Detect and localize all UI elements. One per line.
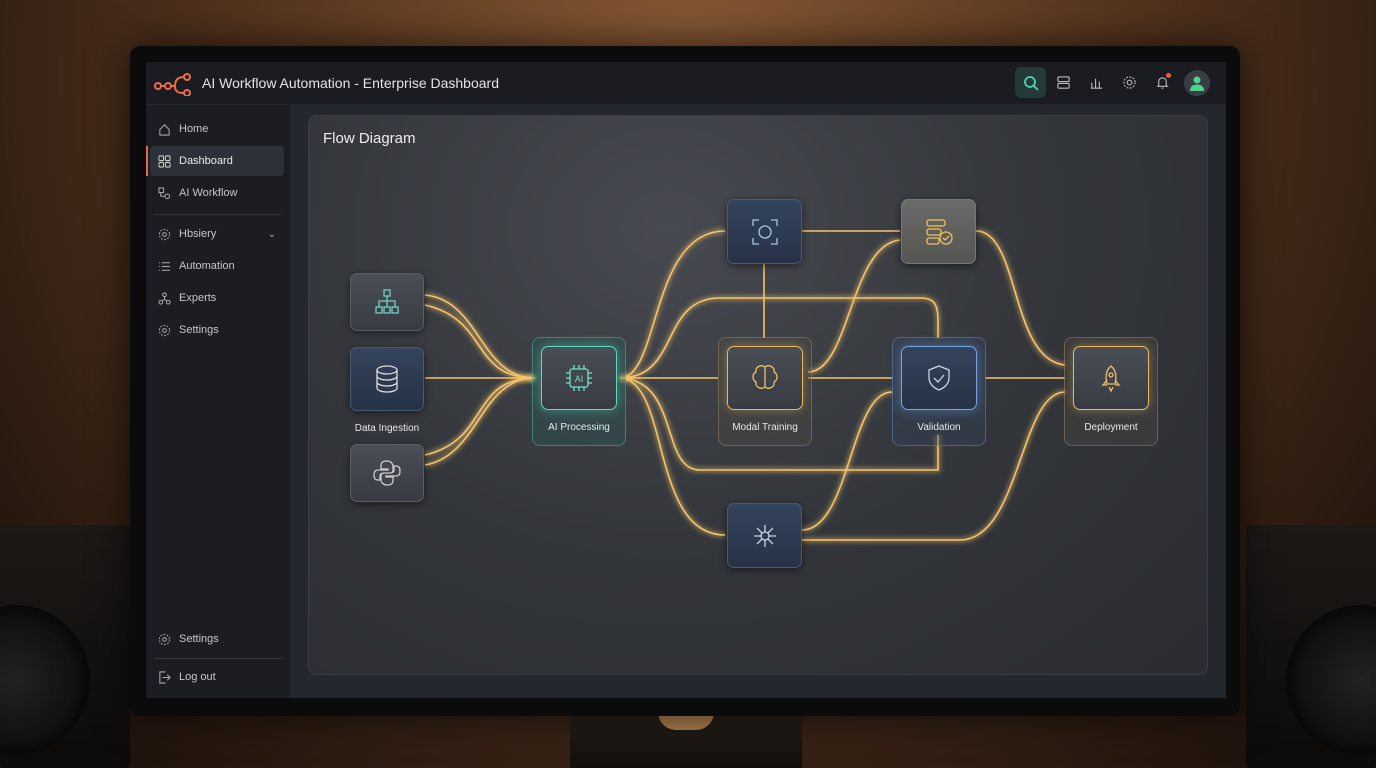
server-button[interactable] [1048,67,1079,98]
flow-connection [424,292,536,381]
training-node[interactable] [727,346,803,410]
hierarchy-icon [375,289,399,314]
shield-check-icon [928,365,950,391]
processing-node[interactable]: AI [541,346,617,410]
flow-connection [619,230,726,379]
ingestion-node[interactable] [350,347,424,411]
face-node[interactable] [727,199,802,264]
settings-button[interactable] [1114,67,1145,98]
sidebar-divider [154,658,282,659]
chart-icon [1090,78,1103,89]
user-icon [1190,76,1204,91]
server-check-icon [925,218,953,245]
notifications-button[interactable] [1147,67,1178,98]
header: AI Workflow Automation - Enterprise Dash… [146,62,1226,105]
network-icon [753,524,776,547]
sidebar-item-ai-workflow[interactable]: AI Workflow [150,178,284,208]
home-icon [159,123,170,136]
grid-icon [158,154,171,168]
flow-connection [424,377,536,456]
training-label: Modal Training [732,422,798,433]
logo-icon [154,73,191,96]
left-speaker [0,525,130,768]
flow-connection [619,377,726,536]
deployment-label: Deployment [1084,422,1138,433]
sidebar-item-settings[interactable]: Settings [150,315,284,345]
logout-button[interactable]: Log out [150,662,284,692]
network-node[interactable] [727,503,802,568]
logout-icon [159,670,171,684]
processing-label: AI Processing [548,422,610,433]
footer-settings[interactable]: Settings [150,624,284,654]
hierarchy-node[interactable] [350,273,424,331]
people-icon [158,291,171,305]
monitor-stand-neck [658,712,714,730]
flow-connection [619,375,726,538]
notification-dot [1166,73,1171,78]
gear-icon [158,324,171,336]
list-icon [158,261,171,271]
brain-icon [752,365,778,389]
sidebar: Home Dashboard AI Workflow Hbsiery⌄ Auto… [146,105,290,698]
analytics-button[interactable] [1081,67,1112,98]
python-icon [373,460,401,486]
flow-connection [975,230,1066,366]
sidebar-divider [154,214,282,215]
server-node[interactable] [901,199,976,264]
python-node[interactable] [350,444,424,502]
svg-text:AI: AI [575,374,584,384]
face-scan-icon [751,218,778,245]
flow-connection [619,228,726,381]
validation-label: Validation [917,422,961,433]
gear-icon [158,633,171,645]
search-icon [1023,75,1039,91]
workflow-icon [158,186,171,199]
sidebar-item-home[interactable]: Home [150,114,284,144]
bell-icon [1156,77,1169,89]
flow-connection [807,239,901,373]
gear-icon [1123,76,1136,89]
flow-connection [619,377,939,471]
server-icon [1057,76,1070,89]
panel-title: Flow Diagram [323,130,416,147]
flow-connection [975,228,1066,368]
chevron-down-icon: ⌄ [267,228,276,240]
ingestion-label: Data Ingestion [354,423,420,434]
validation-node[interactable] [901,346,977,410]
rocket-icon [1101,365,1121,393]
flow-connection [801,391,893,531]
ai-chip-icon: AI [566,365,592,391]
gear-icon [158,228,171,240]
search-button[interactable] [1015,67,1046,98]
flow-connection [801,389,893,533]
sidebar-item-hbsiery[interactable]: Hbsiery⌄ [150,219,284,249]
sidebar-item-automation[interactable]: Automation [150,251,284,281]
user-avatar[interactable] [1184,69,1210,96]
flow-connection [807,237,901,375]
sidebar-item-experts[interactable]: Experts [150,283,284,313]
deployment-node[interactable] [1073,346,1149,410]
sidebar-item-dashboard[interactable]: Dashboard [146,146,284,176]
flow-connection [802,391,1066,541]
flow-connection [619,297,939,379]
app-title: AI Workflow Automation - Enterprise Dash… [202,75,499,91]
right-speaker [1246,525,1376,768]
database-icon [376,365,398,393]
